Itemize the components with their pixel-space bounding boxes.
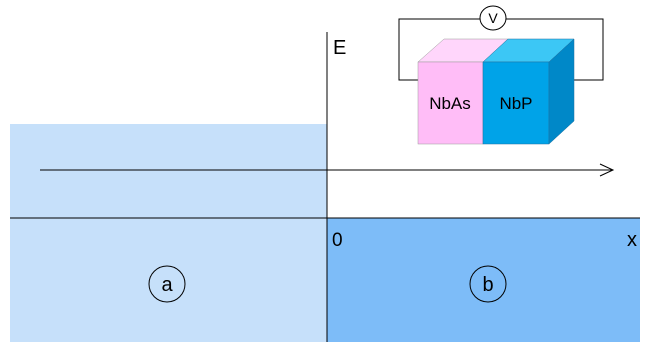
- nbp-block-face: [482, 61, 550, 145]
- right-arrow-icon: [40, 163, 615, 177]
- nbp-block-side: [548, 38, 575, 145]
- region-a-marker: a: [148, 265, 186, 303]
- region-b-circle: [469, 265, 507, 303]
- region-b-label: b: [482, 274, 493, 296]
- left-wire: [398, 18, 480, 81]
- region-a-label: a: [161, 274, 173, 296]
- region-b-fill: [327, 218, 640, 342]
- region-b-marker: b: [469, 265, 507, 303]
- heterojunction-device: V NbAs NbP: [398, 5, 604, 145]
- nbp-label: NbP: [499, 94, 532, 113]
- origin-label: 0: [332, 230, 343, 251]
- voltmeter-label: V: [488, 10, 498, 26]
- right-wire: [506, 18, 604, 81]
- nbas-label: NbAs: [429, 94, 471, 113]
- x-axis-label: x: [627, 229, 637, 251]
- region-a-fill: [10, 124, 327, 342]
- energy-axis-label: E: [333, 37, 346, 59]
- voltmeter-icon: V: [479, 5, 507, 31]
- region-a-circle: [148, 265, 186, 303]
